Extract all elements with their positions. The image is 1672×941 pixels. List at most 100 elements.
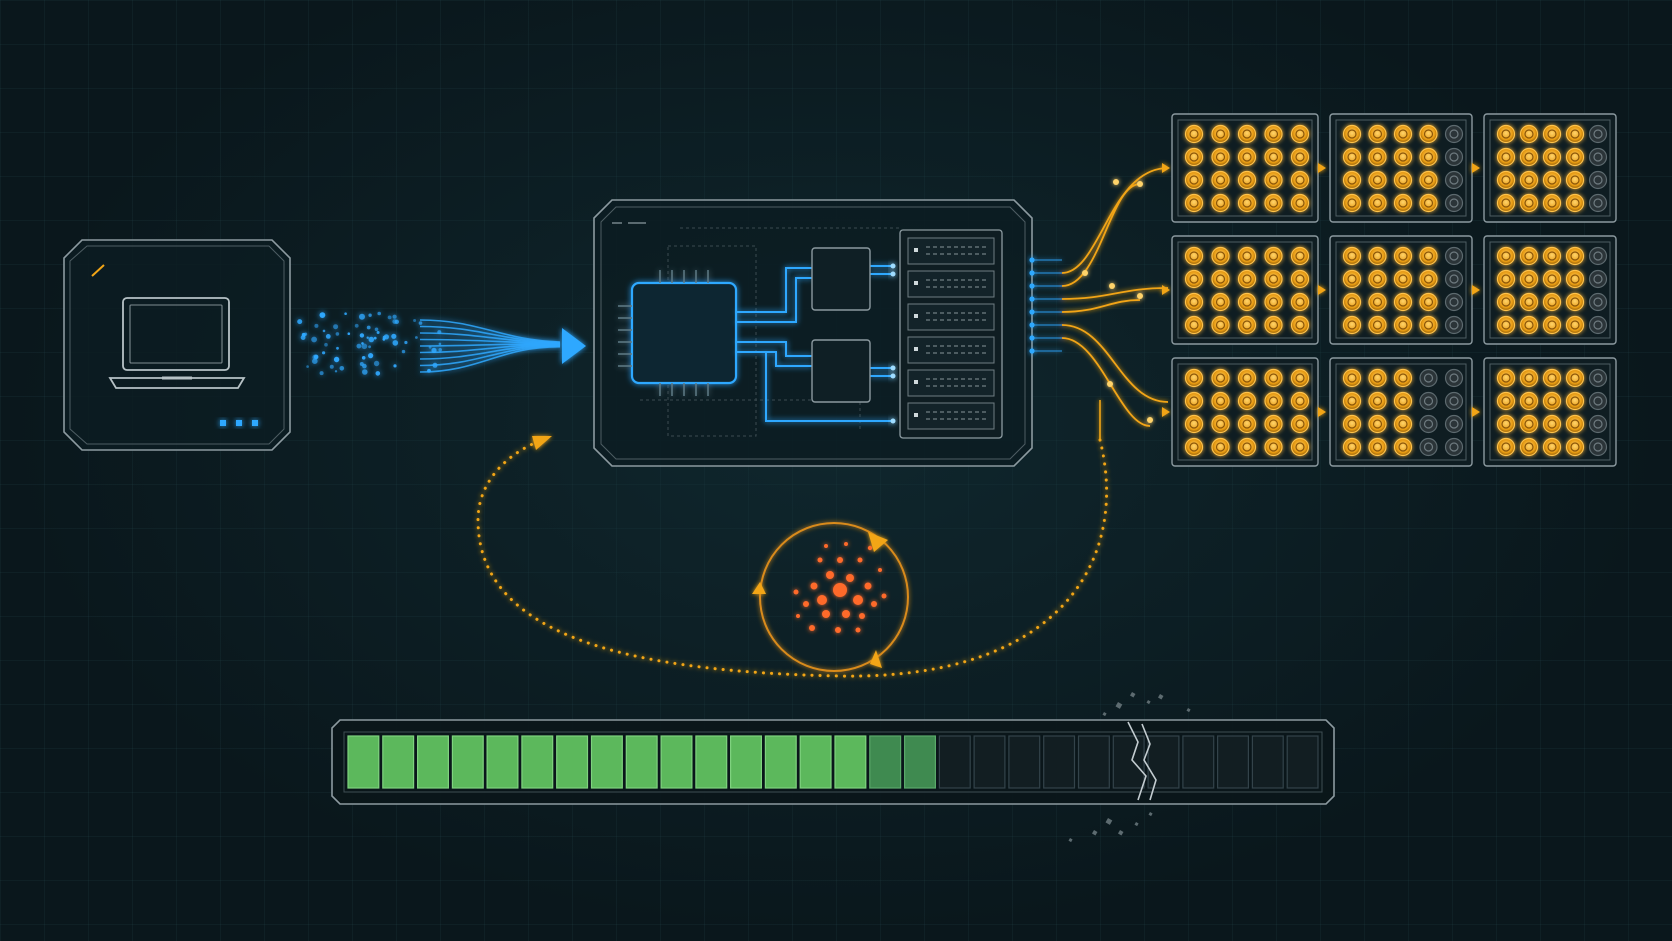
data-particle [826, 571, 834, 579]
stream-particle [339, 366, 345, 371]
worker-slot-active [1237, 292, 1257, 312]
debris-fragment [1068, 838, 1073, 843]
worker-slot-idle [1444, 315, 1464, 335]
worker-slot-active [1496, 269, 1516, 289]
panel-indicator-dots [220, 420, 258, 426]
debris-fragment [1102, 712, 1107, 717]
worker-slot-active [1419, 315, 1438, 335]
worker-slot-active [1496, 315, 1516, 335]
worker-slot-active [1342, 414, 1362, 434]
stream-particle [313, 354, 319, 360]
worker-slot-active [1542, 246, 1562, 266]
worker-slot-idle [1444, 414, 1464, 434]
worker-card [1483, 357, 1617, 467]
worker-slot-active [1368, 414, 1387, 434]
stream-particle [393, 364, 397, 368]
crack-mark [1127, 721, 1157, 801]
worker-slot-active [1342, 124, 1362, 144]
stream-particle [362, 369, 368, 375]
data-particle [846, 574, 854, 582]
worker-slot-active [1419, 193, 1438, 213]
stream-line [419, 344, 561, 354]
stream-particle [359, 313, 365, 320]
data-particle [857, 557, 863, 563]
worker-slot-active [1542, 193, 1562, 213]
stream-particle [334, 370, 338, 373]
worker-slot-active [1342, 193, 1362, 213]
progress-segment-empty [1077, 735, 1110, 789]
stream-particle [356, 343, 362, 349]
stream-particle [319, 371, 324, 376]
worker-slot-idle [1444, 391, 1464, 411]
worker-slot-active [1211, 368, 1230, 388]
stream-particle [312, 358, 318, 365]
data-particle [881, 593, 887, 599]
worker-slot-active [1264, 147, 1283, 167]
internal-bus [736, 265, 893, 422]
worker-slot-active [1290, 315, 1310, 335]
progress-segment-filled [729, 735, 762, 789]
worker-slot-active [1565, 193, 1585, 213]
input-arrow-icon [562, 328, 586, 364]
progress-segment-filled [869, 735, 902, 789]
progress-segment-empty [1286, 735, 1319, 789]
worker-slot-active [1393, 368, 1413, 388]
worker-slot-idle [1419, 391, 1438, 411]
worker-slot-active [1290, 147, 1310, 167]
worker-slot-idle [1444, 292, 1464, 312]
worker-slot-active [1184, 246, 1204, 266]
worker-slot-active [1393, 292, 1413, 312]
worker-slot-idle [1419, 368, 1438, 388]
worker-slot-active [1264, 193, 1283, 213]
worker-slot-active [1565, 437, 1585, 457]
worker-slot-active [1342, 292, 1362, 312]
worker-slot-active [1542, 391, 1562, 411]
stream-particle [359, 333, 365, 338]
data-particle [809, 625, 815, 631]
worker-slot-active [1496, 292, 1516, 312]
distribution-line [1061, 183, 1141, 287]
data-particle [844, 542, 848, 546]
worker-slot-active [1393, 193, 1413, 213]
worker-slot-active [1368, 269, 1387, 289]
worker-slot-active [1519, 193, 1539, 213]
worker-slot-active [1393, 246, 1413, 266]
worker-slot-idle [1588, 269, 1608, 289]
worker-slot-idle [1588, 315, 1608, 335]
worker-slot-active [1290, 246, 1310, 266]
input-data-stream [297, 311, 561, 376]
worker-slot-active [1393, 124, 1413, 144]
stream-particle [361, 356, 366, 360]
progress-segment-empty [1216, 735, 1249, 789]
stream-particle [306, 365, 309, 368]
stream-particle [329, 364, 334, 369]
distribution-line [1061, 287, 1169, 300]
stream-line [419, 343, 561, 347]
worker-slot-idle [1588, 193, 1608, 213]
worker-slot-active [1342, 315, 1362, 335]
debris-fragment [1134, 822, 1139, 827]
worker-slot-active [1342, 368, 1362, 388]
worker-slot-active [1542, 292, 1562, 312]
worker-slot-active [1368, 124, 1387, 144]
progress-segment-filled [347, 735, 380, 789]
worker-slot-active [1264, 414, 1283, 434]
progress-segment-filled [695, 735, 728, 789]
progress-segment-filled [903, 735, 936, 789]
worker-slot-active [1542, 147, 1562, 167]
distribution-lines [1032, 163, 1170, 440]
worker-card [1483, 113, 1617, 223]
worker-slot-active [1565, 269, 1585, 289]
stream-line [419, 345, 561, 367]
worker-slot-idle [1444, 269, 1464, 289]
worker-slot-active [1290, 391, 1310, 411]
compute-module [811, 247, 871, 403]
worker-slot-active [1184, 414, 1204, 434]
worker-slot-idle [1588, 246, 1608, 266]
data-particle [864, 582, 872, 590]
stream-particle [335, 332, 340, 336]
distribution-line [1061, 324, 1169, 403]
progress-segment-filled [660, 735, 693, 789]
worker-slot-active [1519, 315, 1539, 335]
